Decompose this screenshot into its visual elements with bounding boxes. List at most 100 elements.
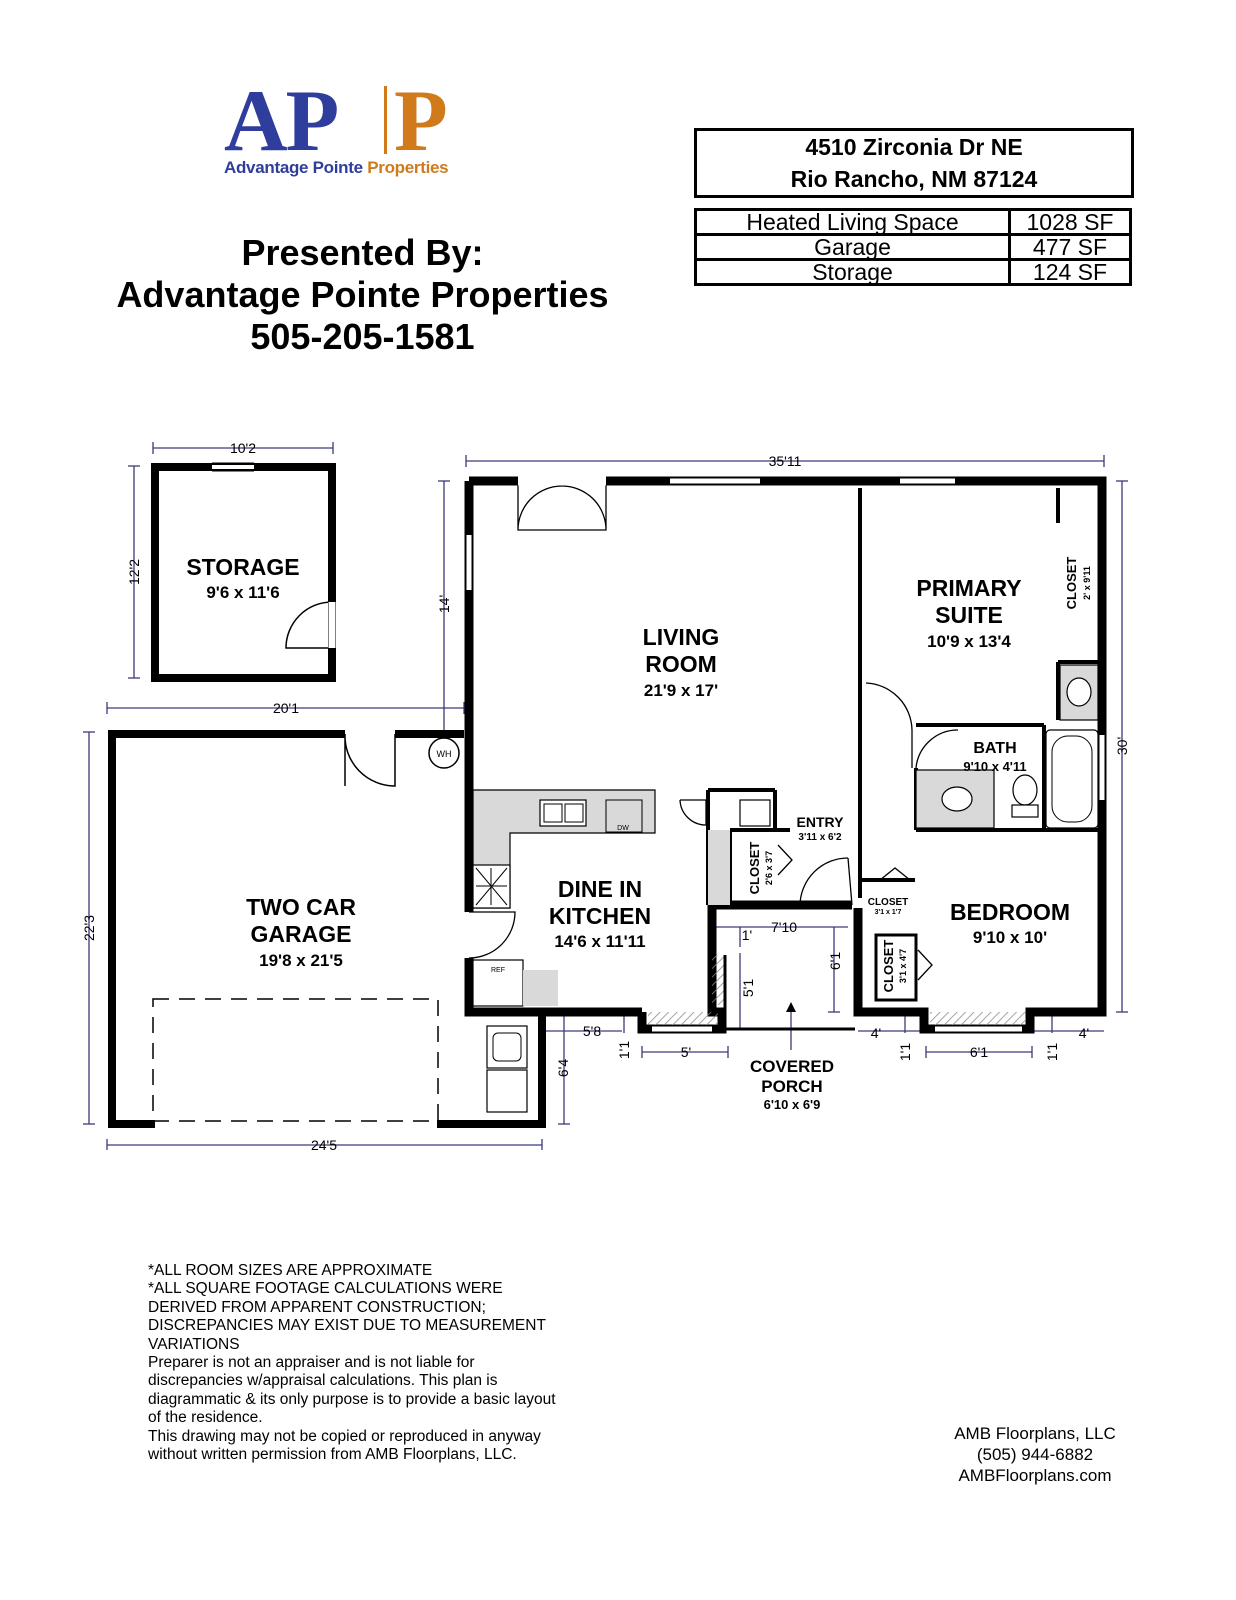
logo-divider — [384, 86, 387, 154]
room-storage-name: STORAGE — [186, 554, 299, 580]
bed-closet-door — [917, 949, 933, 981]
floor-plan: WH — [0, 430, 1236, 1153]
room-garage-name2: GARAGE — [251, 921, 352, 947]
room-garage-size: 19'8 x 21'5 — [259, 951, 343, 970]
small-closet-door — [879, 867, 911, 881]
area-row: Garage 477 SF — [694, 233, 1132, 261]
area-table: Heated Living Space 1028 SF Garage 477 S… — [694, 208, 1132, 286]
room-bath-size: 9'10 x 4'11 — [963, 759, 1026, 774]
logo-tagline: Advantage Pointe Properties — [224, 158, 449, 178]
room-bath-name: BATH — [973, 740, 1016, 757]
presenter-phone: 505-205-1581 — [250, 316, 475, 357]
area-label: Storage — [694, 258, 1011, 286]
room-porch-name1: COVERED — [750, 1057, 834, 1076]
room-living-name1: LIVING — [643, 624, 720, 650]
room-primary-name2: SUITE — [935, 602, 1003, 628]
area-label: Heated Living Space — [694, 208, 1011, 236]
fridge-icon — [472, 959, 524, 1007]
dim-storage-width: 10'2 — [230, 440, 256, 456]
room-entry-closet-name: CLOSET — [747, 842, 762, 895]
fridge-label: REF — [491, 967, 505, 974]
logo-mark-p: P — [394, 73, 448, 170]
dim-garage-jog: 6'4 — [555, 1059, 571, 1077]
room-entry-name: ENTRY — [797, 814, 845, 830]
room-small-closet-size: 3'1 x 1'7 — [875, 909, 902, 916]
dim-porch-width: 7'10 — [771, 919, 797, 935]
presented-by-heading: Presented By: — [241, 232, 484, 273]
laundry-sink-icon — [739, 799, 771, 827]
pantry-counter — [523, 970, 558, 1006]
porch-arrow — [786, 1002, 796, 1012]
bed-closet-walls — [874, 933, 918, 1002]
presented-by-block: Presented By: Advantage Pointe Propertie… — [100, 232, 625, 358]
logo-mark-ap: AP — [224, 73, 339, 170]
room-kitchen-name2: KITCHEN — [549, 903, 651, 929]
porch-wall-hatch — [712, 955, 724, 1005]
bathtub-icon — [1045, 729, 1099, 829]
note-appraiser: Preparer is not an appraiser and is not … — [148, 1354, 556, 1427]
dim-living-offset: 14' — [436, 595, 452, 613]
area-value: 124 SF — [1008, 258, 1132, 286]
room-garage-name1: TWO CAR — [246, 894, 356, 920]
area-value: 1028 SF — [1008, 208, 1132, 236]
water-heater-icon — [428, 737, 460, 769]
dim-garage-width: 24'5 — [311, 1137, 337, 1150]
credit-company: AMB Floorplans, LLC — [954, 1424, 1116, 1443]
room-storage-size: 9'6 x 11'6 — [206, 583, 279, 602]
dim-front-right-bump: 1'1 — [1044, 1043, 1060, 1061]
dim-window-bed: 6'1 — [970, 1044, 988, 1060]
bath-sink-icon — [941, 786, 973, 812]
room-bedroom-name: BEDROOM — [950, 899, 1070, 925]
dim-house-width: 35'11 — [769, 453, 802, 469]
presenter-name: Advantage Pointe Properties — [116, 274, 609, 315]
window-bay-left — [648, 1012, 718, 1025]
room-porch-name2: PORCH — [761, 1077, 822, 1096]
credit-website: AMBFloorplans.com — [958, 1466, 1112, 1485]
room-kitchen-name1: DINE IN — [558, 876, 642, 902]
room-primary-size: 10'9 x 13'4 — [927, 632, 1011, 651]
entry-closet-shade — [708, 830, 730, 905]
living-french-doors — [517, 483, 607, 531]
disclaimer-notes: *ALL ROOM SIZES ARE APPROXIMATE *ALL SQU… — [148, 1262, 568, 1464]
dishwasher-icon — [605, 799, 643, 833]
note-room-sizes: *ALL ROOM SIZES ARE APPROXIMATE — [148, 1262, 433, 1279]
area-value: 477 SF — [1008, 233, 1132, 261]
floor-plan-drawing: WH — [81, 440, 1130, 1153]
dim-front-mid-bump: 1'1 — [897, 1043, 913, 1061]
room-entry-closet-size: 2'6 x 3'7 — [764, 851, 774, 885]
entry-closet-door — [777, 844, 793, 876]
dryer-icon — [486, 1069, 528, 1113]
garage-entry-door — [468, 911, 516, 959]
dim-front-right: 4' — [1079, 1025, 1089, 1041]
dishwasher-label: DW — [617, 825, 629, 832]
window-bay-right — [930, 1012, 1026, 1025]
garage-door-outline — [152, 998, 439, 1122]
preparer-credit: AMB Floorplans, LLC (505) 944-6882 AMBFl… — [920, 1423, 1150, 1486]
exterior-windows — [466, 478, 1105, 1032]
logo-tagline-part2: Properties — [367, 158, 449, 177]
dim-storage-depth: 12'2 — [126, 559, 142, 585]
kitchen-door — [679, 799, 707, 826]
dim-window-left: 5' — [681, 1044, 691, 1060]
room-primary-closet-name: CLOSET — [1064, 557, 1079, 610]
area-row: Heated Living Space 1028 SF — [694, 208, 1132, 236]
room-entry-size: 3'11 x 6'2 — [798, 832, 842, 843]
dim-garage-depth: 22'3 — [81, 915, 97, 941]
dim-house-depth: 30' — [1114, 737, 1130, 755]
credit-phone: (505) 944-6882 — [976, 1445, 1094, 1464]
entry-door — [799, 857, 849, 906]
dim-porch-depth: 6'1 — [827, 952, 843, 970]
area-label: Garage — [694, 233, 1011, 261]
room-living-size: 21'9 x 17' — [644, 681, 718, 700]
room-primary-closet-size: 2' x 9'11 — [1082, 566, 1092, 600]
room-primary-name1: PRIMARY — [916, 575, 1021, 601]
address-box: 4510 Zirconia Dr NE Rio Rancho, NM 87124 — [694, 128, 1134, 198]
dim-porch-step: 1' — [742, 927, 752, 943]
suite-sink-icon — [1066, 677, 1092, 707]
water-heater-label: WH — [437, 749, 452, 759]
address-street: 4510 Zirconia Dr NE — [805, 134, 1023, 160]
toilet-icon — [1012, 774, 1038, 806]
dim-front-mid: 4' — [871, 1025, 881, 1041]
address-city: Rio Rancho, NM 87124 — [790, 166, 1038, 192]
room-bed-closet-size: 3'1 x 4'7 — [898, 949, 908, 983]
